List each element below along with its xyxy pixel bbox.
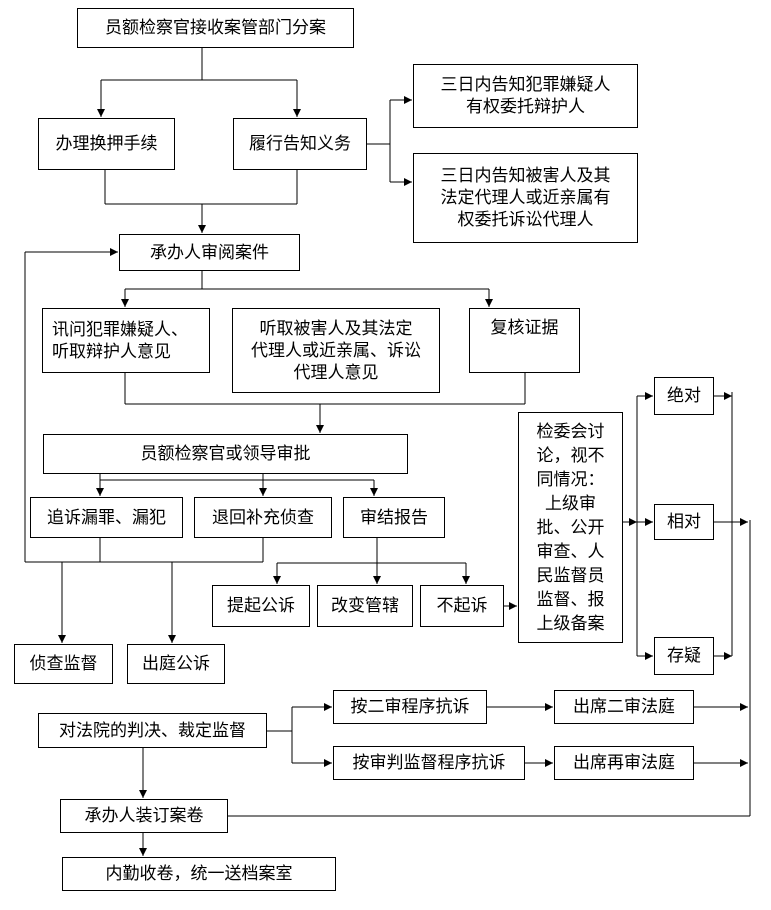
attend-retrial-label: 出席再审法庭 bbox=[573, 753, 675, 773]
hear-victim-label: 听取被害人及其法定 代理人或近亲属、诉讼 代理人意见 bbox=[251, 318, 421, 383]
bind-files-box: 承办人装订案卷 bbox=[60, 799, 228, 833]
attend-retrial-box: 出席再审法庭 bbox=[554, 746, 694, 780]
interrogate-box: 讯问犯罪嫌疑人、 听取辩护人意见 bbox=[42, 308, 210, 373]
bind-files-label: 承办人装订案卷 bbox=[84, 806, 204, 826]
investigation-supervision-label: 侦查监督 bbox=[29, 654, 98, 674]
no-prosecution-label: 不起诉 bbox=[436, 596, 488, 616]
prosecute-box: 提起公诉 bbox=[212, 585, 310, 627]
return-investigation-box: 退回补充侦查 bbox=[194, 497, 332, 538]
verify-evidence-label: 复核证据 bbox=[490, 318, 559, 338]
appeal-trial-supervision-label: 按审判监督程序抗诉 bbox=[352, 753, 506, 773]
appeal-second-instance-label: 按二审程序抗诉 bbox=[350, 697, 470, 717]
archive-label: 内勤收卷，统一送档案室 bbox=[105, 864, 293, 884]
absolute-label: 绝对 bbox=[667, 386, 701, 406]
committee-box: 检委会讨 论，视不 同情况： 上级审 批、公开 审查、人 民监督员 监督、报 上… bbox=[518, 412, 623, 643]
review-report-label: 审结报告 bbox=[360, 507, 428, 528]
investigation-supervision-box: 侦查监督 bbox=[14, 644, 113, 684]
absolute-box: 绝对 bbox=[654, 377, 714, 415]
notify-suspect-box: 三日内告知犯罪嫌疑人 有权委托辩护人 bbox=[413, 64, 638, 128]
receive-case-box: 员额检察官接收案管部门分案 bbox=[77, 8, 354, 48]
approval-label: 员额检察官或领导审批 bbox=[140, 444, 311, 464]
no-prosecution-box: 不起诉 bbox=[420, 585, 504, 627]
receive-case-label: 员额检察官接收案管部门分案 bbox=[105, 18, 326, 38]
appeal-second-instance-box: 按二审程序抗诉 bbox=[333, 690, 487, 724]
pursue-omission-label: 追诉漏罪、漏犯 bbox=[47, 507, 166, 528]
notification-duty-box: 履行告知义务 bbox=[233, 118, 367, 170]
review-case-label: 承办人审阅案件 bbox=[150, 242, 269, 263]
custody-procedure-box: 办理换押手续 bbox=[38, 118, 175, 170]
change-jurisdiction-label: 改变管辖 bbox=[331, 596, 399, 616]
attend-second-instance-label: 出席二审法庭 bbox=[573, 697, 675, 717]
notify-victim-box: 三日内告知被害人及其 法定代理人或近亲属有 权委托诉讼代理人 bbox=[413, 153, 638, 243]
hear-victim-box: 听取被害人及其法定 代理人或近亲属、诉讼 代理人意见 bbox=[232, 308, 440, 393]
doubtful-label: 存疑 bbox=[667, 646, 701, 666]
prosecute-label: 提起公诉 bbox=[227, 596, 295, 616]
change-jurisdiction-box: 改变管辖 bbox=[317, 585, 413, 627]
relative-box: 相对 bbox=[654, 504, 714, 540]
notification-duty-label: 履行告知义务 bbox=[249, 134, 351, 154]
approval-box: 员额检察官或领导审批 bbox=[43, 434, 408, 474]
review-case-box: 承办人审阅案件 bbox=[119, 234, 300, 271]
court-prosecution-label: 出庭公诉 bbox=[142, 654, 210, 674]
court-prosecution-box: 出庭公诉 bbox=[127, 644, 225, 684]
verify-evidence-box: 复核证据 bbox=[469, 308, 580, 373]
archive-box: 内勤收卷，统一送档案室 bbox=[62, 857, 336, 891]
interrogate-label: 讯问犯罪嫌疑人、 听取辩护人意见 bbox=[52, 319, 188, 362]
review-report-box: 审结报告 bbox=[343, 497, 445, 538]
judgment-supervision-box: 对法院的判决、裁定监督 bbox=[38, 713, 267, 748]
return-investigation-label: 退回补充侦查 bbox=[212, 507, 314, 528]
notify-victim-label: 三日内告知被害人及其 法定代理人或近亲属有 权委托诉讼代理人 bbox=[440, 166, 611, 230]
custody-procedure-label: 办理换押手续 bbox=[55, 134, 158, 154]
doubtful-box: 存疑 bbox=[654, 637, 714, 675]
notify-suspect-label: 三日内告知犯罪嫌疑人 有权委托辩护人 bbox=[440, 75, 611, 117]
attend-second-instance-box: 出席二审法庭 bbox=[554, 690, 694, 724]
relative-label: 相对 bbox=[667, 512, 701, 532]
pursue-omission-box: 追诉漏罪、漏犯 bbox=[30, 497, 183, 538]
committee-label: 检委会讨 论，视不 同情况： 上级审 批、公开 审查、人 民监督员 监督、报 上… bbox=[536, 421, 605, 634]
appeal-trial-supervision-box: 按审判监督程序抗诉 bbox=[333, 746, 525, 780]
judgment-supervision-label: 对法院的判决、裁定监督 bbox=[59, 720, 246, 741]
